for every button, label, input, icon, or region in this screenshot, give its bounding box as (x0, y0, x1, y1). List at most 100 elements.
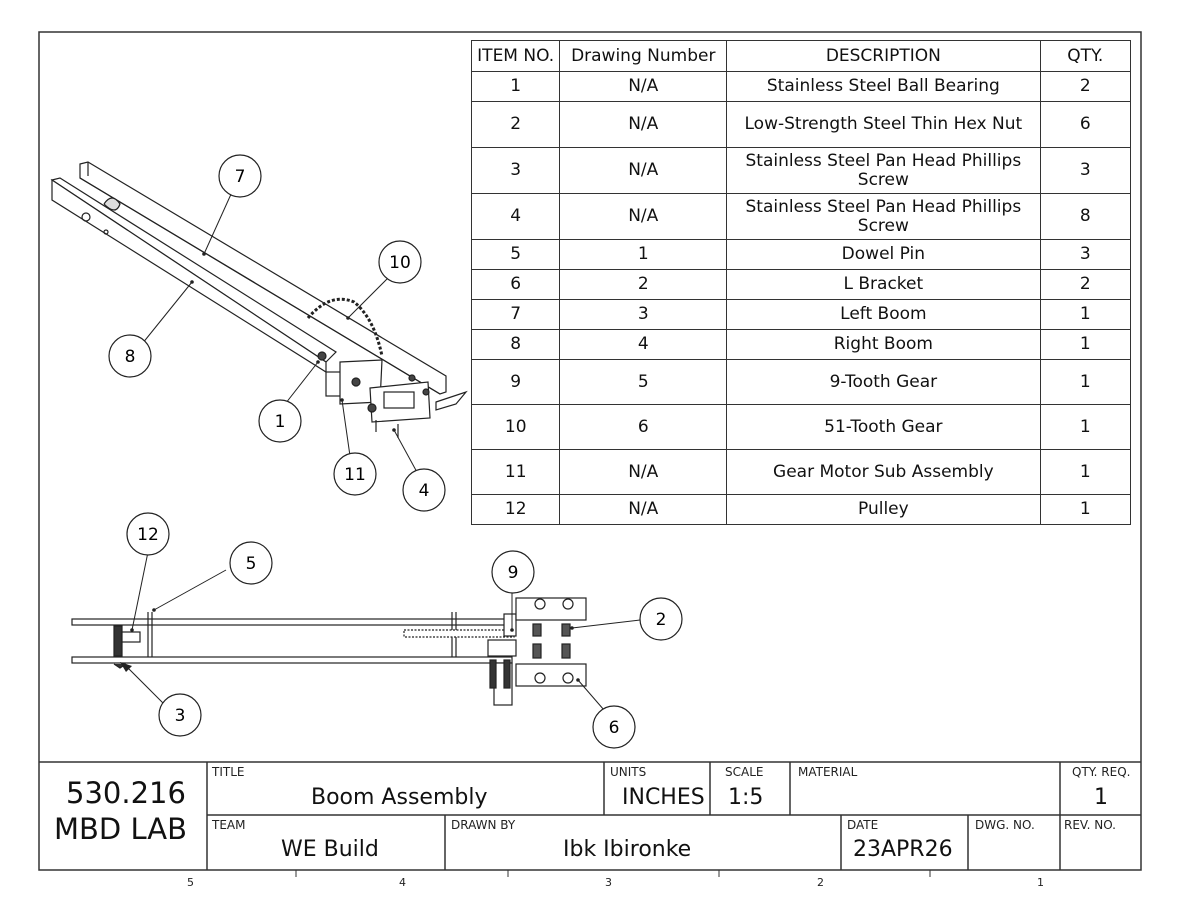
svg-text:8: 8 (125, 347, 136, 367)
bill-of-materials: ITEM NO. Drawing Number DESCRIPTION QTY.… (470, 40, 1132, 525)
bom-header-row: ITEM NO. Drawing Number DESCRIPTION QTY. (470, 40, 1132, 72)
company-line-1: 530.216 (66, 776, 186, 810)
dwg-no-label: DWG. NO. (975, 818, 1035, 832)
cell-qty: 1 (1039, 449, 1132, 495)
zone-ticks (295, 870, 931, 877)
balloon-1: 1 (258, 399, 302, 443)
cell-drawing: N/A (559, 147, 728, 194)
drawn-by-value: Ibk Ibironke (563, 837, 692, 862)
title-block-grid (39, 761, 1141, 870)
company-line-2: MBD LAB (54, 812, 188, 846)
scale-value: 1:5 (728, 785, 764, 810)
cell-description: Pulley (726, 494, 1041, 525)
cell-qty: 1 (1039, 359, 1132, 405)
bracket-bottom (515, 663, 587, 687)
cell-drawing: N/A (559, 101, 728, 148)
cell-description: Stainless Steel Ball Bearing (726, 71, 1041, 102)
cell-description: Stainless Steel Pan Head Phillips Screw (726, 193, 1041, 240)
iso-leaders (141, 191, 419, 475)
balloon-6: 6 (592, 705, 636, 749)
bracket-top (515, 597, 587, 621)
col-qty: QTY. (1039, 40, 1132, 72)
zone-4: 4 (399, 876, 406, 889)
zone-1: 1 (1037, 876, 1044, 889)
zone-5: 5 (187, 876, 194, 889)
cell-qty: 6 (1039, 101, 1132, 148)
qty-req-value: 1 (1094, 785, 1108, 810)
qty-req-label: QTY. REQ. (1072, 765, 1131, 779)
cell-item: 10 (470, 404, 561, 450)
balloon-5: 5 (229, 541, 273, 585)
cell-drawing: N/A (559, 71, 728, 102)
cell-item: 4 (470, 193, 561, 240)
cell-drawing: 5 (559, 359, 728, 405)
balloon-3: 3 (158, 693, 202, 737)
iso-balloons: 7 10 8 1 11 4 (108, 154, 446, 512)
front-leader-arrows (120, 608, 580, 682)
cell-item: 3 (470, 147, 561, 194)
cell-description: Low-Strength Steel Thin Hex Nut (726, 101, 1041, 148)
cell-qty: 3 (1039, 239, 1132, 270)
top-rail (71, 618, 513, 626)
cell-drawing: N/A (559, 449, 728, 495)
right-boom-front (51, 178, 327, 374)
svg-text:7: 7 (235, 167, 246, 187)
cell-item: 5 (470, 239, 561, 270)
cell-description: 9-Tooth Gear (726, 359, 1041, 405)
balloon-8: 8 (108, 334, 152, 378)
isometric-view (50, 161, 468, 438)
balloon-4: 4 (402, 468, 446, 512)
front-leaders (125, 551, 641, 711)
drawing-border (38, 31, 1142, 871)
cell-drawing: N/A (559, 193, 728, 240)
cell-description: Stainless Steel Pan Head Phillips Screw (726, 147, 1041, 194)
svg-text:10: 10 (389, 253, 411, 273)
cell-item: 12 (470, 494, 561, 525)
cell-qty: 1 (1039, 404, 1132, 450)
front-view (71, 597, 587, 706)
balloon-9: 9 (491, 550, 535, 594)
cell-item: 7 (470, 299, 561, 330)
svg-text:1: 1 (275, 412, 286, 432)
bottom-rail (71, 656, 513, 664)
balloon-7: 7 (218, 154, 262, 198)
gear-strip (403, 629, 515, 638)
cell-item: 1 (470, 71, 561, 102)
date-label: DATE (847, 818, 879, 832)
svg-text:12: 12 (137, 525, 159, 545)
cell-item: 2 (470, 101, 561, 148)
svg-text:9: 9 (508, 563, 519, 583)
units-value: INCHES (622, 785, 705, 810)
cell-qty: 2 (1039, 71, 1132, 102)
cell-drawing: 1 (559, 239, 728, 270)
cell-drawing: 3 (559, 299, 728, 330)
svg-text:3: 3 (175, 706, 186, 726)
left-boom (50, 177, 337, 363)
col-item-no: ITEM NO. (470, 40, 561, 72)
cell-drawing: 4 (559, 329, 728, 360)
team-value: WE Build (281, 837, 379, 862)
cell-item: 9 (470, 359, 561, 405)
cell-qty: 1 (1039, 494, 1132, 525)
date-value: 23APR26 (853, 837, 953, 862)
scale-label: SCALE (725, 765, 764, 779)
cell-drawing: 6 (559, 404, 728, 450)
balloon-10: 10 (378, 240, 422, 284)
material-label: MATERIAL (798, 765, 858, 779)
cell-description: 51-Tooth Gear (726, 404, 1041, 450)
svg-text:6: 6 (609, 718, 620, 738)
drawn-by-label: DRAWN BY (451, 818, 516, 832)
cell-qty: 3 (1039, 147, 1132, 194)
cell-qty: 1 (1039, 299, 1132, 330)
units-label: UNITS (610, 765, 647, 779)
cell-description: L Bracket (726, 269, 1041, 300)
front-balloons: 12 5 9 2 3 6 (126, 512, 683, 749)
